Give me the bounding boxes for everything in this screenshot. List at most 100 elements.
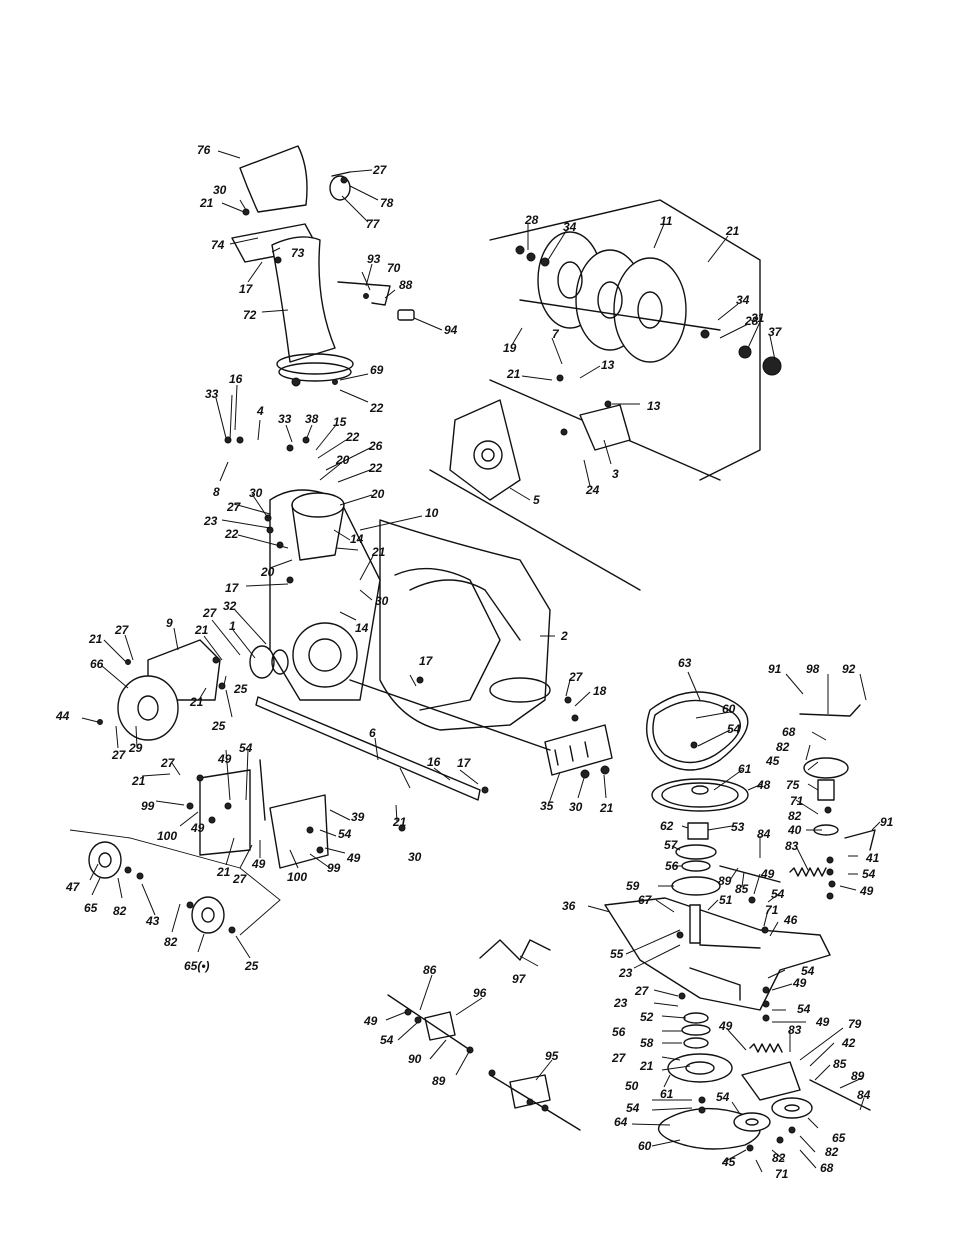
label-99: 99 [327, 861, 341, 875]
belt-64 [657, 1107, 761, 1150]
label-50: 50 [625, 1079, 639, 1093]
washer-56-lower [681, 1024, 711, 1036]
label-21: 21 [599, 801, 614, 815]
plate-59 [671, 876, 721, 896]
label-56: 56 [665, 859, 679, 873]
label-64: 64 [614, 1115, 628, 1129]
gearbox [579, 404, 631, 451]
label-25: 25 [211, 719, 226, 733]
lever-41 [844, 829, 876, 851]
label-88: 88 [399, 278, 413, 292]
label-21: 21 [639, 1059, 654, 1073]
label-76: 76 [197, 143, 211, 157]
label-27: 27 [372, 163, 388, 177]
label-65-star: 65(•) [184, 959, 210, 973]
bracket-51 [689, 904, 701, 944]
label-54: 54 [797, 1002, 811, 1016]
label-73: 73 [291, 246, 305, 260]
label-14: 14 [355, 621, 369, 635]
label-90: 90 [408, 1052, 422, 1066]
chute-crank-bracket [337, 281, 391, 306]
label-71: 71 [775, 1167, 789, 1181]
label-49: 49 [792, 976, 807, 990]
label-49: 49 [760, 867, 775, 881]
label-65: 65 [84, 901, 98, 915]
bracket-96 [424, 1011, 456, 1041]
chute-ring [276, 353, 354, 375]
part-number-labels: 76 27 30 21 78 77 74 73 17 72 93 70 88 9… [55, 143, 894, 1181]
hub-53 [687, 822, 709, 840]
label-27: 27 [568, 670, 584, 684]
label-10: 10 [425, 506, 439, 520]
label-22: 22 [224, 527, 239, 541]
hub-57 [675, 844, 717, 860]
label-36: 36 [562, 899, 576, 913]
label-49: 49 [190, 821, 205, 835]
label-84: 84 [757, 827, 771, 841]
label-21: 21 [371, 545, 386, 559]
pulley-65-lower [771, 1097, 813, 1119]
label-27: 27 [114, 623, 130, 637]
label-17: 17 [419, 654, 434, 668]
label-99: 99 [141, 799, 155, 813]
label-27: 27 [160, 756, 176, 770]
frame-plate-left [199, 769, 251, 856]
cable-84-lower [809, 1079, 871, 1111]
label-82: 82 [776, 740, 790, 754]
label-11: 11 [660, 214, 673, 228]
label-94: 94 [444, 323, 458, 337]
label-96: 96 [473, 986, 487, 1000]
label-24: 24 [585, 483, 600, 497]
belt-63 [646, 691, 749, 771]
label-34: 34 [563, 220, 577, 234]
label-86: 86 [423, 963, 437, 977]
label-82: 82 [772, 1151, 786, 1165]
auger-lead-line [429, 469, 641, 591]
label-2: 2 [560, 629, 568, 643]
label-13: 13 [601, 358, 615, 372]
label-89: 89 [851, 1069, 865, 1083]
rod-95 [489, 1074, 581, 1131]
label-98: 98 [806, 662, 820, 676]
label-27: 27 [202, 606, 218, 620]
chute-handle-clip [331, 171, 351, 177]
skid-shoe [544, 724, 613, 776]
label-78: 78 [380, 196, 394, 210]
part-drawings [69, 145, 876, 1152]
label-6: 6 [369, 726, 376, 740]
label-68: 68 [782, 725, 796, 739]
label-20: 20 [370, 487, 385, 501]
cable-84 [719, 865, 781, 883]
label-71: 71 [790, 794, 804, 808]
chute-ring-lower [278, 362, 352, 382]
label-30: 30 [569, 800, 583, 814]
label-54: 54 [626, 1101, 640, 1115]
label-82: 82 [788, 809, 802, 823]
label-75: 75 [786, 778, 800, 792]
label-21: 21 [216, 865, 231, 879]
label-49: 49 [859, 884, 874, 898]
label-55: 55 [610, 947, 624, 961]
label-91: 91 [880, 815, 894, 829]
label-91: 91 [768, 662, 782, 676]
label-31: 31 [751, 311, 765, 325]
label-49: 49 [718, 1019, 733, 1033]
label-92: 92 [842, 662, 856, 676]
label-82: 82 [164, 935, 178, 949]
label-25: 25 [244, 959, 259, 973]
label-25: 25 [233, 682, 248, 696]
label-74: 74 [211, 238, 225, 252]
label-27: 27 [611, 1051, 627, 1065]
auger-spirals [519, 231, 721, 363]
chute-adaptor [291, 492, 345, 518]
label-69: 69 [370, 363, 384, 377]
label-54: 54 [380, 1033, 394, 1047]
label-45: 45 [721, 1155, 736, 1169]
washer-52 [683, 1012, 709, 1024]
impeller-hub [292, 622, 358, 688]
spring-83 [789, 867, 827, 877]
label-68: 68 [820, 1161, 834, 1175]
spacer-75 [817, 779, 835, 801]
